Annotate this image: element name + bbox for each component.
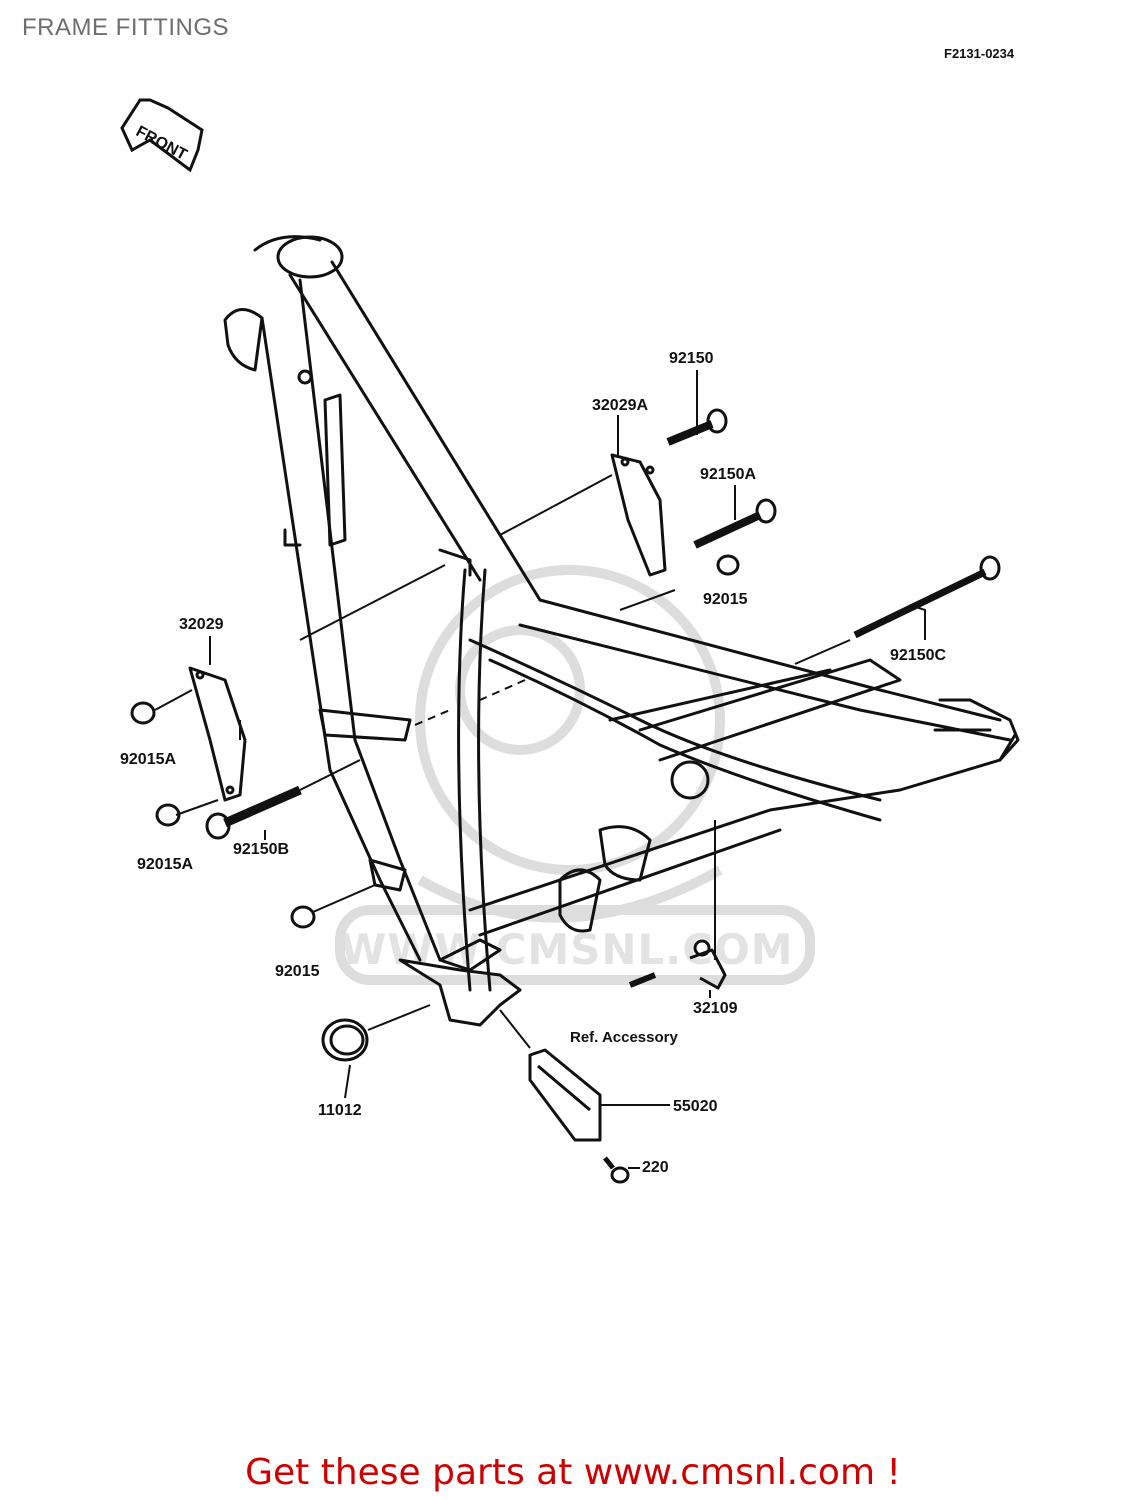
page-title: FRAME FITTINGS	[22, 14, 229, 41]
leader-lines	[154, 370, 926, 1169]
parts	[130, 408, 1001, 1184]
ref-accessory-label: Ref. Accessory	[570, 1029, 678, 1046]
callout-92150[interactable]: 92150	[669, 350, 714, 367]
callout-92015-top[interactable]: 92015	[703, 591, 748, 608]
callout-92150B[interactable]: 92150B	[233, 841, 290, 858]
callout-92015A-1[interactable]: 92015A	[120, 751, 177, 768]
callout-92015-bottom[interactable]: 92015	[275, 963, 320, 980]
drawing-code: F2131-0234	[944, 46, 1015, 61]
callout-55020[interactable]: 55020	[673, 1098, 718, 1115]
callout-92015A-2[interactable]: 92015A	[137, 856, 194, 873]
callout-92150C[interactable]: 92150C	[890, 647, 947, 664]
callout-32029A[interactable]: 32029A	[592, 397, 649, 414]
callout-220[interactable]: 220	[642, 1159, 669, 1176]
motorcycle-frame	[223, 235, 1020, 1027]
front-arrow-icon: FRONT	[120, 98, 204, 173]
callout-11012[interactable]: 11012	[318, 1102, 362, 1119]
callout-32029[interactable]: 32029	[179, 616, 224, 633]
cta-link[interactable]: Get these parts at www.cmsnl.com !	[245, 1452, 901, 1493]
callout-32109[interactable]: 32109	[693, 1000, 738, 1017]
watermark-logo	[335, 565, 815, 985]
callout-92150A[interactable]: 92150A	[700, 466, 757, 483]
